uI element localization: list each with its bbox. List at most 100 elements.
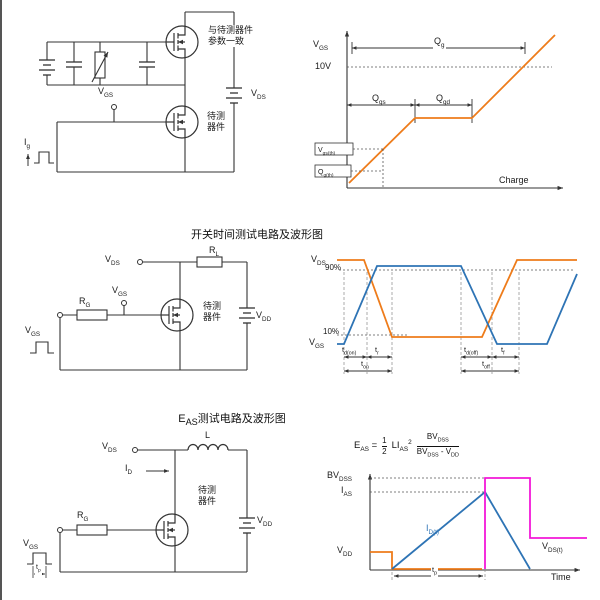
tp-label: tp xyxy=(35,563,42,577)
tr-label: tr xyxy=(375,345,379,357)
vds-label: VDS xyxy=(102,441,117,454)
bias-battery xyxy=(39,59,55,76)
toff-label: toff xyxy=(482,359,490,371)
vds-battery xyxy=(226,87,242,104)
tf-label: tf xyxy=(501,345,505,357)
dut-label: 待测器件 xyxy=(203,301,223,323)
vds-avalanche-trace xyxy=(484,477,587,569)
mosfet-dut xyxy=(155,513,189,547)
vgs-trace-label: VGS xyxy=(309,337,325,350)
formula-ratio-fraction: BVDSS BVDSS - VDD xyxy=(416,432,459,459)
formula-coefficient: LIAS2 xyxy=(391,439,412,454)
vds-trace-label: VDS xyxy=(311,254,326,267)
mosfet-matched xyxy=(165,25,199,59)
formula-half-denominator: 2 xyxy=(382,446,387,456)
bias-potentiometer xyxy=(91,51,109,83)
vgs-pulse-label: VGS xyxy=(23,538,39,551)
qg-th-label: Qg(th) xyxy=(318,169,334,179)
vgs-trace xyxy=(337,265,578,345)
id-trace-label: ID(t) xyxy=(426,523,440,536)
id-label: ID xyxy=(125,463,133,476)
vdd-label: VDD xyxy=(256,310,272,323)
vdd-battery xyxy=(239,517,255,534)
ig-pulse-symbol xyxy=(34,151,54,164)
vds-trace-label: VDS(t) xyxy=(542,541,563,554)
qgs-qgd-span-arrows xyxy=(347,99,473,123)
vgs-label: VGS xyxy=(98,86,114,99)
rl-label: RL xyxy=(209,245,220,258)
circuit-wires xyxy=(46,11,235,173)
vds-probe-node xyxy=(137,259,143,265)
qgs-label: Qgs xyxy=(372,93,386,106)
timing-arrows xyxy=(344,355,519,373)
switching-waveform xyxy=(337,259,578,374)
td-on-label: td(on) xyxy=(342,345,357,357)
dut-label: 待测器件 xyxy=(207,111,227,133)
vgs-pulse-label: VGS xyxy=(25,325,41,338)
switching-time-circuit xyxy=(30,256,255,371)
vds-trace xyxy=(337,259,577,338)
bias-capacitor-2 xyxy=(139,61,155,68)
vgs-probe-node xyxy=(111,104,117,110)
circuit-wires xyxy=(59,449,248,573)
vdd-battery xyxy=(239,307,255,324)
formula-half-fraction: 1 2 xyxy=(382,435,387,456)
level-10v-label: 10V xyxy=(315,61,332,71)
ton-label: ton xyxy=(361,359,369,371)
rg-resistor xyxy=(76,309,108,321)
threshold-guides xyxy=(351,148,384,188)
input-node xyxy=(57,527,63,533)
charge-axis-label: Charge xyxy=(499,175,529,185)
qgd-label: Qgd xyxy=(436,93,451,106)
vgs-th-label: Vgs(th) xyxy=(318,147,336,157)
dut-label: 待测器件 xyxy=(198,485,218,507)
inductor-label: L xyxy=(205,430,211,440)
qg-label: Qg xyxy=(433,36,446,51)
formula-ratio-numerator: BVDSS xyxy=(426,432,449,444)
vdd-level-label: VDD xyxy=(337,545,353,558)
vgs-node-label: VGS xyxy=(112,285,128,298)
ias-label: IAS xyxy=(341,485,352,498)
id-trace xyxy=(391,490,531,570)
input-node xyxy=(57,312,63,318)
inductor-coil xyxy=(187,443,229,451)
rg-label: RG xyxy=(77,510,89,523)
vdd-label: VDD xyxy=(257,515,273,528)
tp-span-label: tp xyxy=(431,565,439,579)
timing-guides xyxy=(343,272,520,374)
formula-lhs: EAS = xyxy=(354,439,378,453)
fraction-bar xyxy=(416,445,459,447)
vgs-axis-label: VGS xyxy=(313,39,329,52)
gate-charge-curve xyxy=(348,34,556,184)
td-off-label: td(off) xyxy=(464,345,479,357)
rl-resistor xyxy=(196,256,223,268)
vgs-pulse-symbol xyxy=(30,341,54,354)
level-10-label: 10% xyxy=(323,327,340,336)
gate-charge-test-circuit xyxy=(26,11,242,173)
eas-section-title: EAS测试电路及波形图 xyxy=(178,413,286,428)
gate-charge-waveform xyxy=(314,31,563,191)
formula-half-numerator: 1 xyxy=(382,435,387,445)
fraction-bar xyxy=(382,445,387,447)
level-90-label: 90% xyxy=(325,263,342,272)
formula-ratio-denominator: BVDSS - VDD xyxy=(416,446,459,459)
vds-label: VDS xyxy=(105,254,120,267)
vgs-probe-node xyxy=(121,300,127,306)
vgs-pulse-symbol xyxy=(27,552,52,565)
mosfet-dut xyxy=(160,298,194,332)
bvdss-label: BVDSS xyxy=(327,470,352,483)
mosfet-dut xyxy=(165,105,199,139)
circuit-wires xyxy=(59,261,248,371)
vds-probe-node xyxy=(132,447,138,453)
matched-device-note: 与待测器件参数一致 xyxy=(208,25,256,47)
vdd-level-trace xyxy=(370,551,482,570)
bias-capacitor-1 xyxy=(66,61,82,68)
vds-label: VDS xyxy=(251,88,266,101)
rg-resistor xyxy=(76,524,108,536)
rg-label: RG xyxy=(79,296,91,309)
eas-formula: EAS = 1 2 LIAS2 BVDSS BVDSS - VDD xyxy=(354,433,459,459)
eas-test-circuit xyxy=(27,443,255,578)
ig-label: Ig xyxy=(24,137,31,150)
switching-section-title: 开关时间测试电路及波形图 xyxy=(191,229,323,241)
